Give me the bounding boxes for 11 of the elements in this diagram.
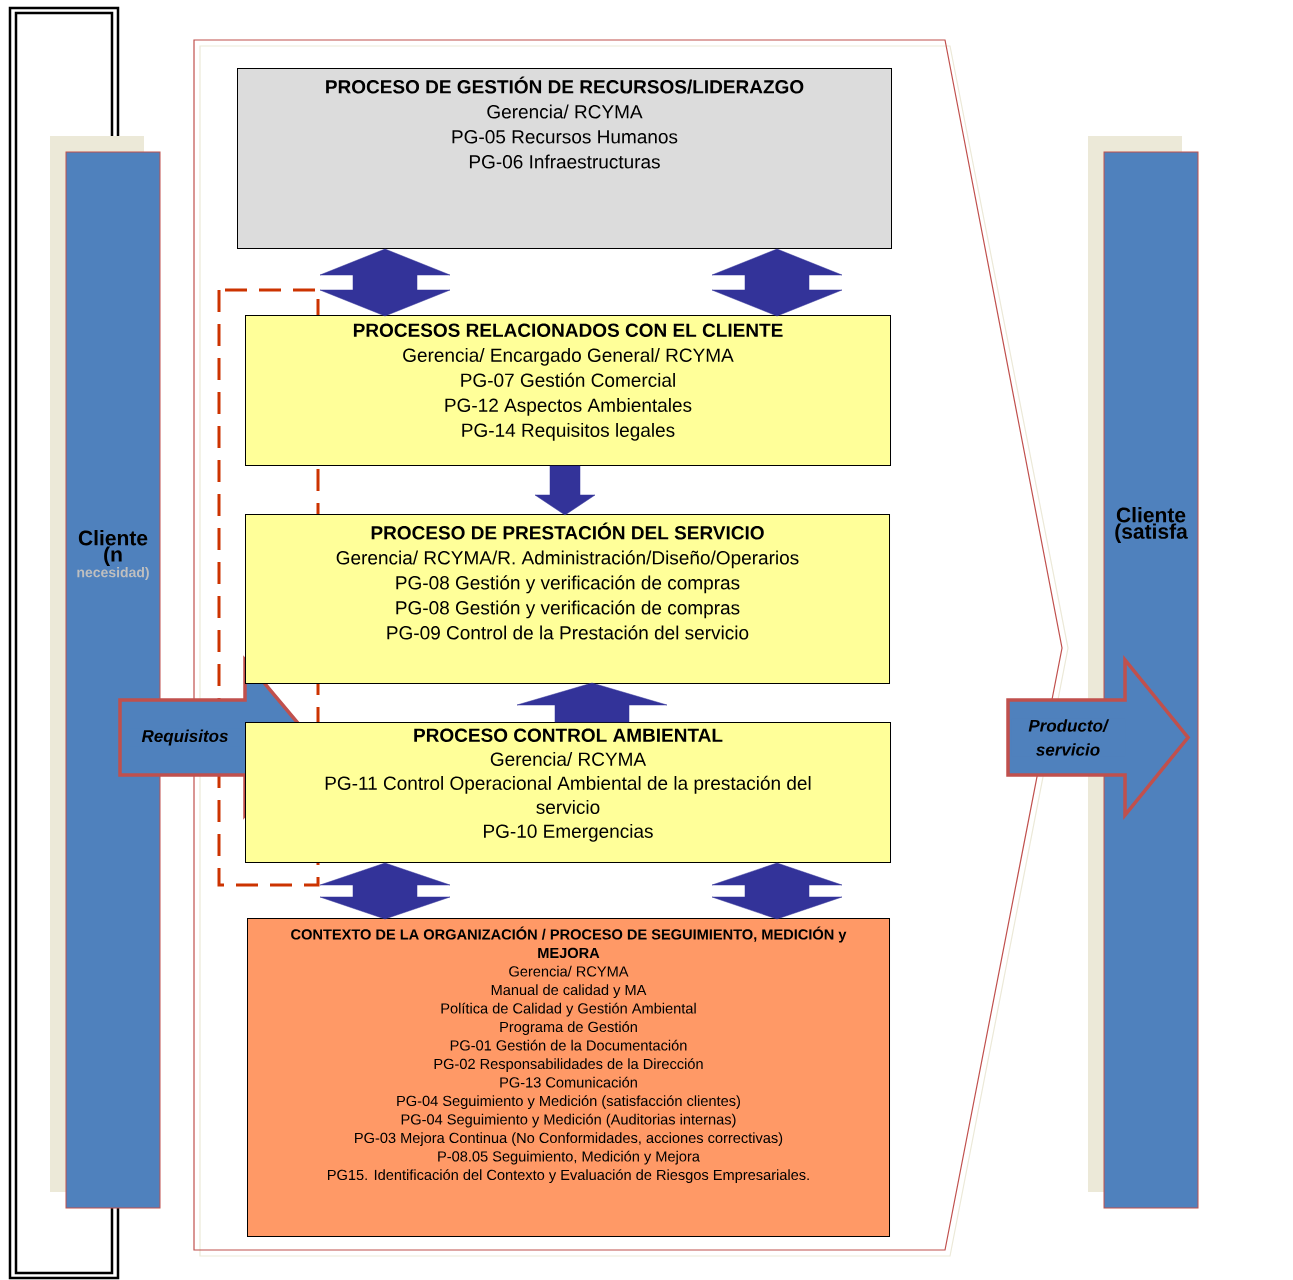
block-arrow: [319, 248, 451, 317]
block-arrow: [534, 465, 596, 516]
process-box: PROCESO DE GESTIÓN DE RECURSOS/LIDERAZGO Gerencia/ RCYMA PG-05 Recursos Humanos PG-06 Infraestructuras: [237, 68, 892, 249]
process-box: CONTEXTO DE LA ORGANIZACIÓN / PROCESO DE SEGUIMIENTO, MEDICIÓN y MEJORA Gerencia/ RCYMA Manual de calidad y MA Política de Calidad y Gestión Ambiental Programa de Gestión PG-01 Gestión de la Documentación PG-02 Responsabilidades de la Dirección PG-13 Comunicación PG-04 Seguimiento y Medición (satisfacción clientes) PG-04 Seguimiento y Medición (Auditorias internas) PG-03 Mejora Continua (No Conformidades, acciones correctivas) P-08.05 Seguimiento, Medición y Mejora PG15. Identificación del Contexto y Evaluación de Riesgos Empresariales.: [247, 918, 890, 1237]
process-box: PROCESOS RELACIONADOS CON EL CLIENTE Gerencia/ Encargado General/ RCYMA PG-07 Gestión Comercial PG-12 Aspectos Ambientales PG-14 Requisitos legales: [245, 315, 891, 466]
block-arrow: [711, 248, 843, 317]
block-arrow: [711, 862, 843, 920]
block-arrow: [319, 862, 451, 920]
process-box: PROCESO DE PRESTACIÓN DEL SERVICIO Gerencia/ RCYMA/R. Administración/Diseño/Operarios PG-08 Gestión y verificación de compras PG-08 Gestión y verificación de compras PG-09 Control de la Prestación del servicio: [245, 514, 890, 684]
process-box: PROCESO CONTROL AMBIENTAL Gerencia/ RCYMA PG-11 Control Operacional Ambiental de la prestación del servicio PG-10 Emergencias: [245, 722, 891, 863]
block-arrow: [516, 682, 668, 723]
